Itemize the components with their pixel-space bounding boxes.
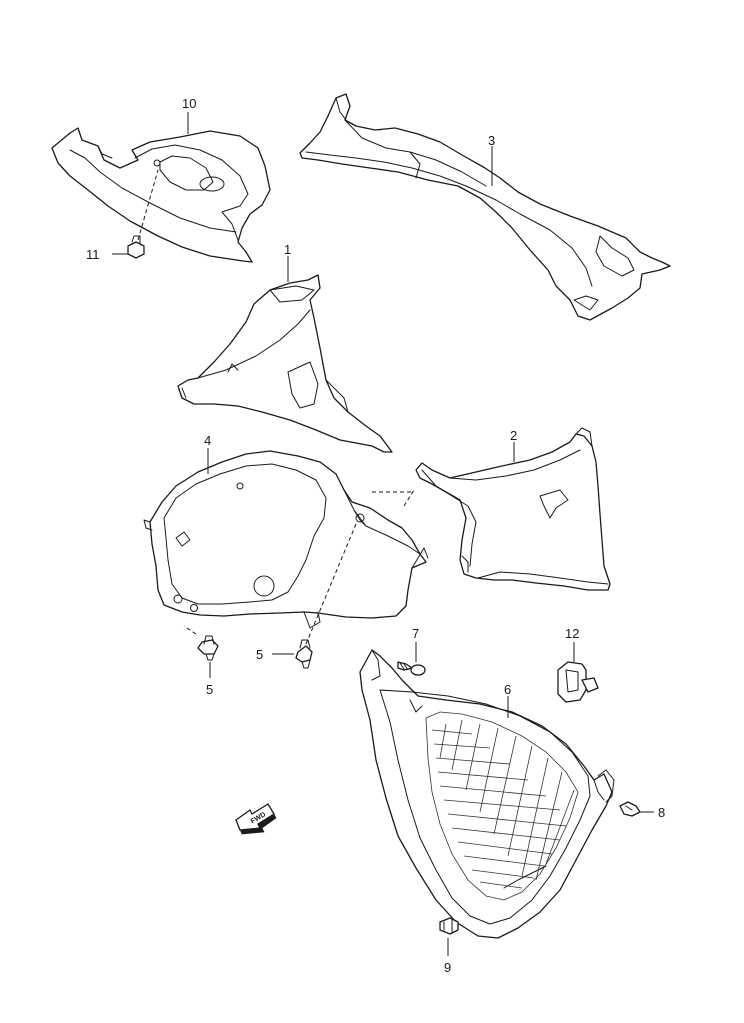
callout-12: 12 xyxy=(565,626,579,641)
part-12-clip xyxy=(557,661,599,703)
part-7-screw xyxy=(397,661,426,676)
part-6-lower-cover-with-grille xyxy=(359,649,615,939)
callout-8: 8 xyxy=(658,805,665,820)
callout-5-left: 5 xyxy=(206,682,213,697)
assembly-lines xyxy=(137,169,415,645)
callout-9: 9 xyxy=(444,960,451,975)
callout-2: 2 xyxy=(510,428,517,443)
part-2-right-cover xyxy=(415,427,611,591)
part-11-bolt xyxy=(127,235,145,259)
grille-mesh xyxy=(425,711,579,901)
callout-11: 11 xyxy=(86,247,100,262)
callout-7: 7 xyxy=(412,626,419,641)
callout-4: 4 xyxy=(204,433,211,448)
callout-labels: 10 3 1 11 4 2 7 12 5 5 6 8 9 xyxy=(86,96,665,975)
callout-5-center: 5 xyxy=(256,647,263,662)
callout-1: 1 xyxy=(284,242,291,257)
part-8-clip-nut xyxy=(619,801,641,817)
part-5-fastener-center xyxy=(295,639,313,669)
part-3-long-cover xyxy=(299,93,671,321)
callout-6: 6 xyxy=(504,682,511,697)
callout-3: 3 xyxy=(488,133,495,148)
callout-10: 10 xyxy=(182,96,196,111)
part-9-bolt xyxy=(439,917,459,935)
leader-lines xyxy=(112,112,654,956)
part-5-fastener-left xyxy=(197,635,219,661)
forward-arrow-icon: FWD xyxy=(235,803,277,835)
part-1-inner-cover xyxy=(177,274,393,453)
part-10-upper-cover xyxy=(51,127,271,263)
part-4-side-cover xyxy=(143,450,429,629)
